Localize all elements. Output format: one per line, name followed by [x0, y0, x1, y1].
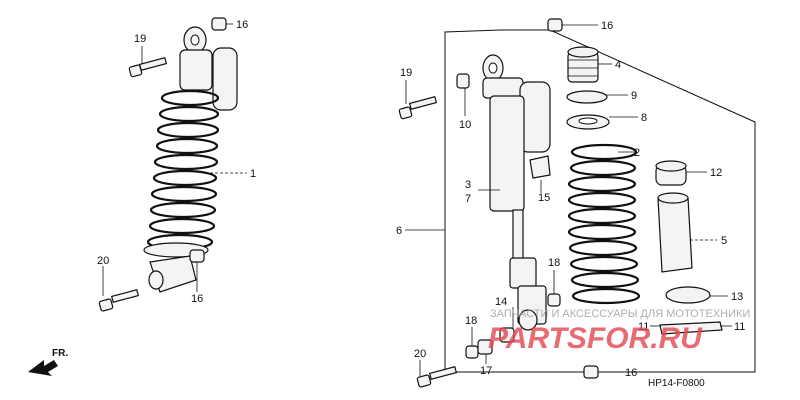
callout-10: 10 [459, 119, 471, 131]
callout-20-left: 20 [97, 255, 109, 267]
spring-2 [567, 143, 641, 305]
callout-16-bottom-left: 16 [191, 293, 203, 305]
boot-5 [657, 192, 693, 273]
bolt-19-left [128, 57, 168, 78]
lock-nut-9 [566, 90, 608, 104]
callout-18-right: 18 [548, 257, 560, 269]
lower-seat-13 [665, 286, 711, 304]
watermark-line-1: ЗАПЧАСТИ И АКСЕССУАРЫ ДЛЯ МОТОТЕХНИКИ [490, 308, 750, 320]
bolt-19-right [398, 96, 438, 120]
diagram-code: HP14-F0800 [648, 378, 705, 389]
watermark-line-2: PARTSFOR.RU [488, 322, 703, 355]
callout-13: 13 [731, 291, 743, 303]
callout-12: 12 [710, 167, 722, 179]
nut-16-top-right [547, 18, 563, 32]
bolt-20-right [416, 366, 458, 388]
callout-5: 5 [721, 235, 727, 247]
callout-15: 15 [538, 192, 550, 204]
callout-11-right: 11 [734, 321, 745, 333]
assembled-spring [146, 89, 220, 251]
callout-17: 17 [480, 365, 492, 377]
assembled-shock [28, 17, 238, 376]
callout-20-right: 20 [414, 348, 426, 360]
callout-18-left: 18 [465, 315, 477, 327]
callout-4: 4 [615, 59, 621, 71]
callout-16-top-left: 16 [236, 19, 248, 31]
collar-14 [499, 327, 515, 343]
bolt-20-left [98, 289, 140, 312]
callout-16-bottom-right: 16 [625, 367, 637, 379]
bushing-17 [477, 339, 493, 355]
watermark: ЗАПЧАСТИ И АКСЕССУАРЫ ДЛЯ МОТОТЕХНИКИ PA… [488, 308, 750, 355]
callout-16-top-right: 16 [601, 20, 613, 32]
stopper-ring-11 [659, 321, 723, 335]
callout-7: 7 [465, 193, 471, 205]
callout-2: 2 [634, 147, 640, 159]
callout-6: 6 [396, 225, 402, 237]
seal-18-left [465, 345, 479, 359]
callout-19-right: 19 [400, 67, 412, 79]
callout-19-left: 19 [134, 33, 146, 45]
callout-8: 8 [641, 112, 647, 124]
spring-adjuster-4 [567, 46, 599, 83]
assembly-bracket-frame [444, 29, 756, 373]
callout-9: 9 [631, 90, 637, 102]
damper-unit [482, 54, 551, 331]
front-label: FR. [52, 348, 68, 359]
front-direction-arrow [28, 360, 58, 376]
callout-3: 3 [465, 179, 471, 191]
collar-10 [456, 73, 470, 89]
callout-14: 14 [495, 296, 507, 308]
callout-11-left: 11 [638, 321, 649, 333]
seal-18-right [547, 293, 561, 307]
bump-rubber-12 [655, 160, 687, 186]
nut-16-bottom-right [583, 365, 599, 379]
callout-1: 1 [250, 168, 256, 180]
